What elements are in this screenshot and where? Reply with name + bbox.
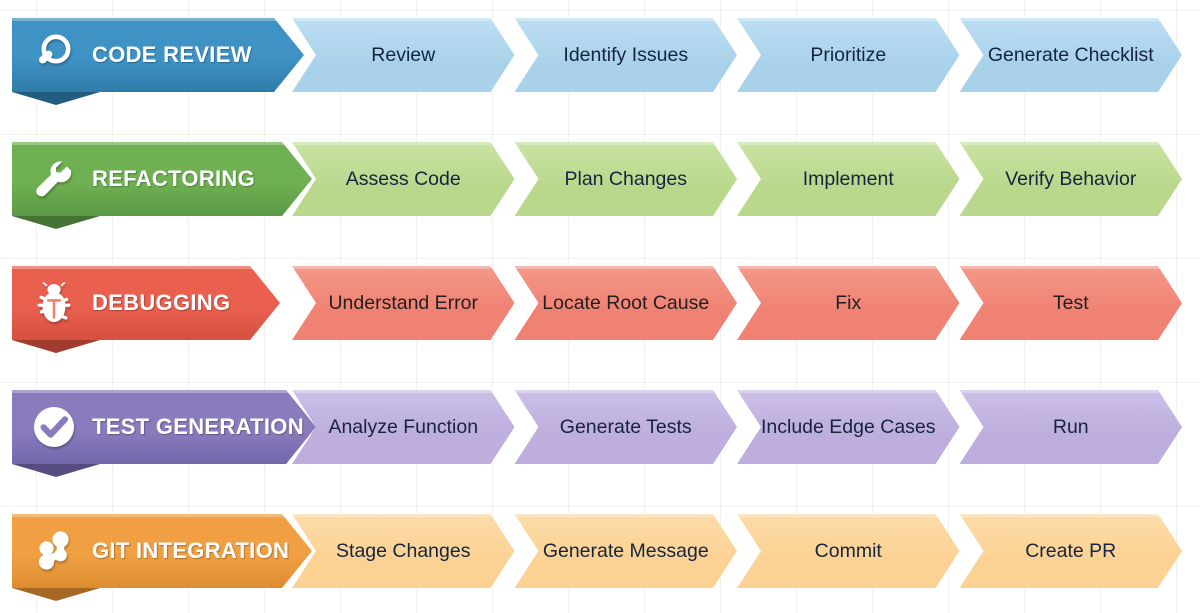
step-test-generation-3[interactable]: Include Edge Cases [737,390,960,464]
step-highlight [960,142,1183,145]
step-highlight [292,266,515,269]
step-test-generation-4[interactable]: Run [960,390,1183,464]
step-label: Create PR [1025,539,1117,562]
row-steps-test-generation: Analyze Function Generate Tests Include Ed… [292,390,1182,464]
row-header-git-integration[interactable]: GIT INTEGRATION [12,514,312,588]
step-highlight [292,390,515,393]
step-label: Test [1052,291,1089,314]
step-highlight [515,266,738,269]
magnifier-icon [30,31,78,79]
process-row-test-generation[interactable]: TEST GENERATION Analyze Function Generate … [0,390,1200,477]
step-label: Fix [835,291,862,314]
step-highlight [737,266,960,269]
step-highlight [292,142,515,145]
step-label: Plan Changes [564,167,687,190]
step-refactoring-3[interactable]: Implement [737,142,960,216]
check-circle-icon [30,403,78,451]
step-refactoring-4[interactable]: Verify Behavior [960,142,1183,216]
step-git-integration-1[interactable]: Stage Changes [292,514,515,588]
step-label: Review [371,43,436,66]
step-highlight [960,266,1183,269]
step-label: Locate Root Cause [542,291,710,314]
step-highlight [515,390,738,393]
header-highlight [12,142,312,145]
row-steps-code-review: Review Identify Issues Prioritize Generate … [292,18,1182,92]
step-git-integration-3[interactable]: Commit [737,514,960,588]
step-label: Include Edge Cases [760,415,936,438]
step-code-review-3[interactable]: Prioritize [737,18,960,92]
row-steps-refactoring: Assess Code Plan Changes Implement Verify B… [292,142,1182,216]
step-highlight [960,18,1183,21]
step-highlight [960,514,1183,517]
header-highlight [12,514,312,517]
step-label: Stage Changes [336,539,471,562]
step-label: Understand Error [328,291,479,314]
step-highlight [737,142,960,145]
header-highlight [12,18,304,21]
row-title-test-generation: TEST GENERATION [92,414,304,439]
step-refactoring-2[interactable]: Plan Changes [515,142,738,216]
process-row-refactoring[interactable]: REFACTORING Assess Code Plan Changes Implem… [0,142,1200,229]
row-fold-tab-test-generation [12,464,100,477]
step-label: Assess Code [345,167,461,190]
step-highlight [292,514,515,517]
step-label: Identify Issues [563,43,689,66]
step-label: Commit [814,539,882,562]
step-highlight [515,18,738,21]
row-title-debugging: DEBUGGING [92,290,231,315]
row-title-code-review: CODE REVIEW [92,42,252,67]
header-highlight [12,266,280,269]
process-row-code-review[interactable]: CODE REVIEW Review Identify Issues Prioriti… [0,18,1200,105]
bug-icon [30,279,78,327]
row-fold-tab-refactoring [12,216,100,229]
step-git-integration-2[interactable]: Generate Message [515,514,738,588]
step-code-review-2[interactable]: Identify Issues [515,18,738,92]
step-highlight [737,390,960,393]
step-highlight [292,18,515,21]
row-fold-tab-git-integration [12,588,100,601]
row-header-test-generation[interactable]: TEST GENERATION [12,390,316,464]
row-header-refactoring[interactable]: REFACTORING [12,142,312,216]
row-fold-tab-debugging [12,340,100,353]
step-label: Verify Behavior [1005,167,1137,190]
step-label: Prioritize [810,43,887,66]
step-label: Run [1052,415,1089,438]
step-code-review-4[interactable]: Generate Checklist [960,18,1183,92]
row-fold-tab-code-review [12,92,100,105]
step-debugging-3[interactable]: Fix [737,266,960,340]
step-highlight [515,514,738,517]
wrench-icon [30,155,78,203]
git-branch-icon [30,527,78,575]
step-test-generation-2[interactable]: Generate Tests [515,390,738,464]
step-refactoring-1[interactable]: Assess Code [292,142,515,216]
step-label: Generate Message [542,539,709,562]
step-highlight [737,514,960,517]
header-highlight [12,390,316,393]
step-label: Implement [802,167,894,190]
step-debugging-1[interactable]: Understand Error [292,266,515,340]
process-row-debugging[interactable]: DEBUGGING Understand Error Locate Root Cau… [0,266,1200,353]
step-git-integration-4[interactable]: Create PR [960,514,1183,588]
step-highlight [737,18,960,21]
step-code-review-1[interactable]: Review [292,18,515,92]
step-debugging-4[interactable]: Test [960,266,1183,340]
step-highlight [515,142,738,145]
process-row-git-integration[interactable]: GIT INTEGRATION Stage Changes Generate Mes… [0,514,1200,601]
step-label: Analyze Function [328,415,479,438]
row-header-code-review[interactable]: CODE REVIEW [12,18,304,92]
row-header-debugging[interactable]: DEBUGGING [12,266,280,340]
step-debugging-2[interactable]: Locate Root Cause [515,266,738,340]
step-label: Generate Checklist [987,43,1154,66]
row-title-git-integration: GIT INTEGRATION [92,538,290,563]
step-label: Generate Tests [559,415,692,438]
row-title-refactoring: REFACTORING [92,166,256,191]
step-test-generation-1[interactable]: Analyze Function [292,390,515,464]
row-steps-debugging: Understand Error Locate Root Cause Fix Test [292,266,1182,340]
step-highlight [960,390,1183,393]
row-steps-git-integration: Stage Changes Generate Message Commit Creat… [292,514,1182,588]
